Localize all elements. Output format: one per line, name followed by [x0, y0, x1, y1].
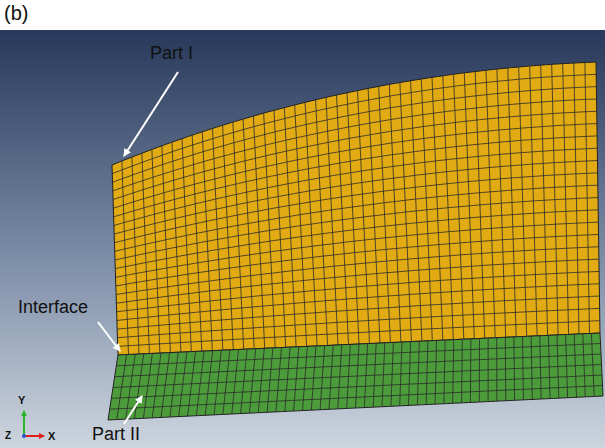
axis-label: X — [48, 430, 55, 442]
figure-panel-label: (b) — [4, 2, 28, 24]
mesh-grid — [110, 333, 603, 419]
axis-arrow — [23, 411, 25, 436]
axis-label: Y — [18, 394, 25, 406]
leader-arrow — [124, 396, 142, 424]
mesh-part — [112, 62, 600, 355]
part-label: Interface — [18, 298, 88, 318]
axis-label: Z — [5, 430, 11, 441]
mesh-part — [108, 333, 603, 420]
axis-arrow — [24, 435, 44, 437]
leader-arrow — [98, 322, 120, 351]
leader-arrow — [124, 72, 178, 156]
part-label: Part I — [150, 44, 193, 64]
axis-origin — [22, 434, 26, 438]
mesh-grid — [112, 63, 600, 355]
part-label: Part II — [92, 425, 140, 445]
